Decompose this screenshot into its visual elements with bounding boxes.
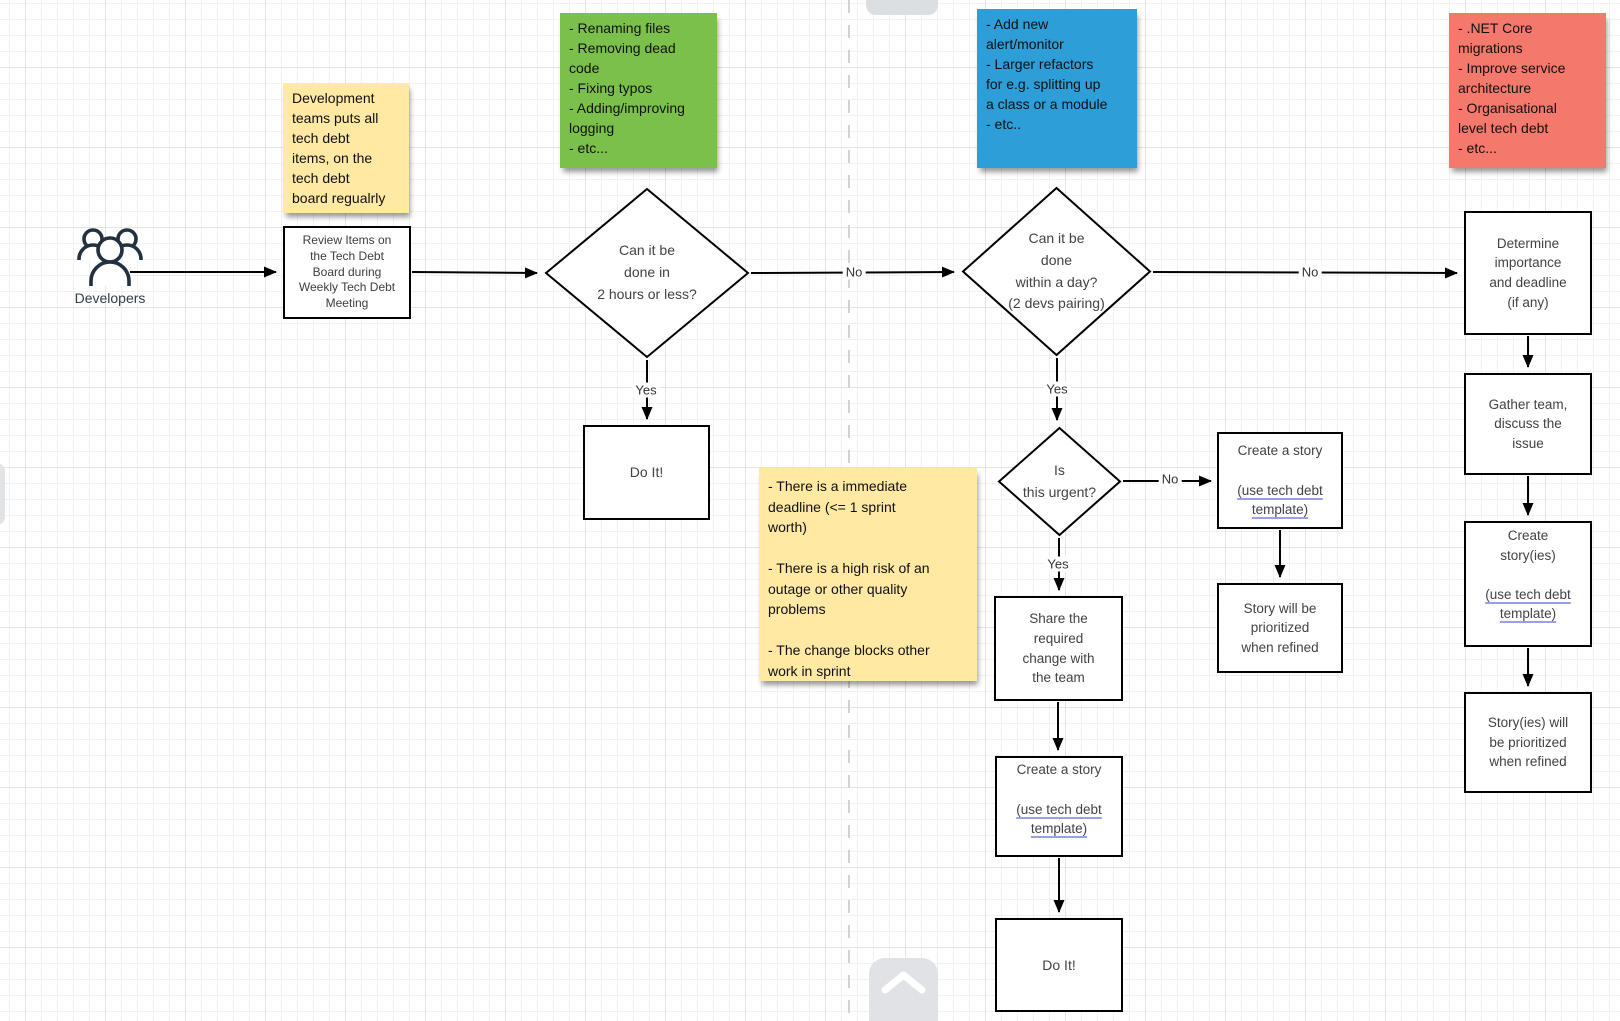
decision-2-hours-label: Can it be done in 2 hours or less? <box>597 242 697 302</box>
note-dev-board-yellow[interactable]: Development teams puts all tech debt ite… <box>283 83 409 213</box>
tech-debt-template-link[interactable]: (use tech debt template) <box>1485 586 1571 622</box>
note-day-examples-blue[interactable]: - Add new alert/monitor - Larger refacto… <box>977 9 1137 168</box>
edge-label-no-2hours[interactable]: No <box>842 264 866 280</box>
note-large-examples-red[interactable]: - .NET Core migrations - Improve service… <box>1449 13 1606 168</box>
tech-debt-template-link[interactable]: (use tech debt template) <box>1237 482 1323 518</box>
process-create-stories-label: Create story(ies) <box>1500 528 1556 563</box>
decision-is-urgent[interactable]: Is this urgent? <box>997 426 1122 537</box>
edge-label-no-day[interactable]: No <box>1298 264 1322 280</box>
decision-within-day-label: Can it be done within a day? (2 devs pai… <box>1008 230 1105 312</box>
process-story-prioritized[interactable]: Story will be prioritized when refined <box>1217 583 1343 673</box>
decision-is-urgent-label: Is this urgent? <box>1022 461 1097 500</box>
process-determine-importance-label: Determine importance and deadline (if an… <box>1489 235 1567 310</box>
process-create-stories[interactable]: Create story(ies) (use tech debt templat… <box>1464 521 1592 647</box>
process-do-it-quick-label: Do It! <box>629 464 664 481</box>
process-create-story-urgent[interactable]: Create a story (use tech debt template) <box>995 756 1123 857</box>
process-review-items-label: Review Items on the Tech Debt Board duri… <box>298 232 396 311</box>
process-create-story-not-urgent-label: Create a story <box>1237 443 1323 459</box>
left-panel-handle[interactable] <box>0 463 5 525</box>
process-determine-importance[interactable]: Determine importance and deadline (if an… <box>1464 211 1592 335</box>
chevron-up-icon <box>881 971 926 994</box>
process-do-it-urgent[interactable]: Do It! <box>995 918 1123 1012</box>
collapsed-toolbar-tab[interactable] <box>866 0 938 15</box>
diamond-shape <box>961 186 1152 357</box>
decision-within-day[interactable]: Can it be done within a day? (2 devs pai… <box>961 186 1152 357</box>
diamond-shape <box>544 187 750 359</box>
process-stories-prioritized-label: Story(ies) will be prioritized when refi… <box>1487 715 1569 770</box>
actor-developers[interactable]: Developers <box>70 226 150 318</box>
note-quick-examples-green[interactable]: - Renaming files - Removing dead code - … <box>560 13 717 168</box>
scroll-up-button[interactable] <box>869 958 938 1021</box>
process-gather-team-label: Gather team, discuss the issue <box>1488 396 1568 451</box>
process-review-items[interactable]: Review Items on the Tech Debt Board duri… <box>283 226 411 319</box>
edge-label-yes-day[interactable]: Yes <box>1043 381 1071 397</box>
process-stories-prioritized[interactable]: Story(ies) will be prioritized when refi… <box>1464 692 1592 793</box>
decision-2-hours[interactable]: Can it be done in 2 hours or less? <box>544 187 750 359</box>
note-urgency-criteria-yellow[interactable]: - There is a immediate deadline (<= 1 sp… <box>759 468 977 681</box>
diamond-shape <box>997 426 1122 537</box>
process-share-change[interactable]: Share the required change with the team <box>994 596 1123 701</box>
process-share-change-label: Share the required change with the team <box>1022 611 1095 686</box>
edge-label-no-urgent[interactable]: No <box>1158 471 1182 487</box>
process-story-prioritized-label: Story will be prioritized when refined <box>1241 600 1319 655</box>
developers-icon <box>77 228 143 286</box>
process-create-story-urgent-label: Create a story <box>1016 762 1102 778</box>
developers-label: Developers <box>74 290 146 306</box>
edge-label-yes-2hours[interactable]: Yes <box>632 382 660 398</box>
edge-label-yes-urgent[interactable]: Yes <box>1044 556 1072 572</box>
process-create-story-not-urgent[interactable]: Create a story (use tech debt template) <box>1217 432 1343 529</box>
process-do-it-urgent-label: Do It! <box>1042 956 1076 973</box>
connector-review-2hours[interactable] <box>411 267 538 279</box>
process-do-it-quick[interactable]: Do It! <box>583 425 710 520</box>
process-gather-team[interactable]: Gather team, discuss the issue <box>1464 373 1592 475</box>
tech-debt-template-link[interactable]: (use tech debt template) <box>1016 801 1102 837</box>
